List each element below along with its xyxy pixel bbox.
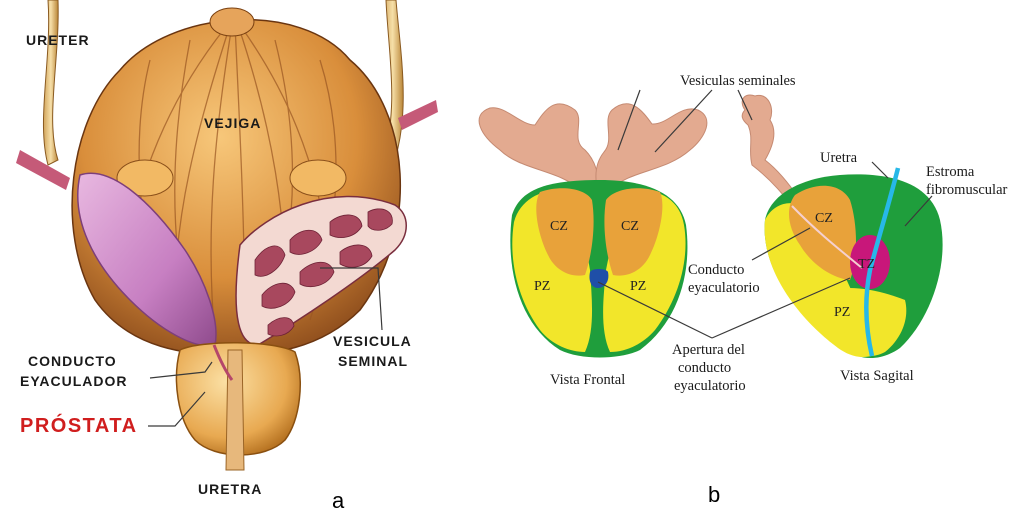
label-estroma-line2: fibromuscular (926, 182, 1008, 198)
label-apertura-line3: eyaculatorio (674, 378, 746, 394)
label-uretra-b: Uretra (820, 150, 858, 166)
label-apertura-line1: Apertura del (672, 342, 745, 358)
label-vista-frontal: Vista Frontal (550, 372, 625, 388)
label-conducto-eyaculador-line1: CONDUCTO (28, 353, 117, 369)
panel-a-illustration: URETER VEJIGA VESICULA SEMINAL CONDUCTO … (16, 0, 438, 497)
label-vista-sagital: Vista Sagital (840, 368, 914, 384)
right-ampulla (290, 160, 346, 196)
frontal-seminal-vesicle-right (596, 104, 707, 192)
bladder-apex (210, 8, 254, 36)
zone-cz-left: CZ (550, 219, 568, 234)
label-conducto-eyaculatorio-line2: eyaculatorio (688, 280, 760, 296)
panel-b-frontal-view: CZ CZ PZ PZ (479, 104, 707, 358)
label-conducto-eyaculatorio-line1: Conducto (688, 262, 744, 278)
zone-cz-right: CZ (621, 219, 639, 234)
zone-tz-sagittal: TZ (858, 257, 875, 272)
zone-pz-sagittal: PZ (834, 305, 850, 320)
label-prostata: PRÓSTATA (20, 413, 138, 437)
label-vesiculas-seminales: Vesiculas seminales (680, 73, 796, 89)
frontal-seminal-vesicle-left (479, 104, 598, 192)
panel-b-sagittal-view: CZ TZ PZ (742, 95, 942, 358)
label-ureter: URETER (26, 32, 90, 48)
right-vessel (398, 100, 438, 130)
zone-pz-right: PZ (630, 279, 646, 294)
label-vejiga: VEJIGA (204, 115, 261, 131)
urethra (226, 350, 244, 470)
label-apertura-line2: conducto (678, 360, 731, 376)
zone-pz-left: PZ (534, 279, 550, 294)
caption-b: b (708, 482, 720, 507)
left-ureter (43, 0, 58, 165)
left-vessel (16, 150, 70, 190)
zone-cz-sagittal: CZ (815, 211, 833, 226)
label-uretra: URETRA (198, 481, 262, 497)
label-vesicula-seminal-line2: SEMINAL (338, 353, 408, 369)
label-vesicula-seminal-line1: VESICULA (333, 333, 412, 349)
label-conducto-eyaculador-line2: EYACULADOR (20, 373, 128, 389)
caption-a: a (332, 488, 345, 512)
label-estroma-line1: Estroma (926, 164, 975, 180)
